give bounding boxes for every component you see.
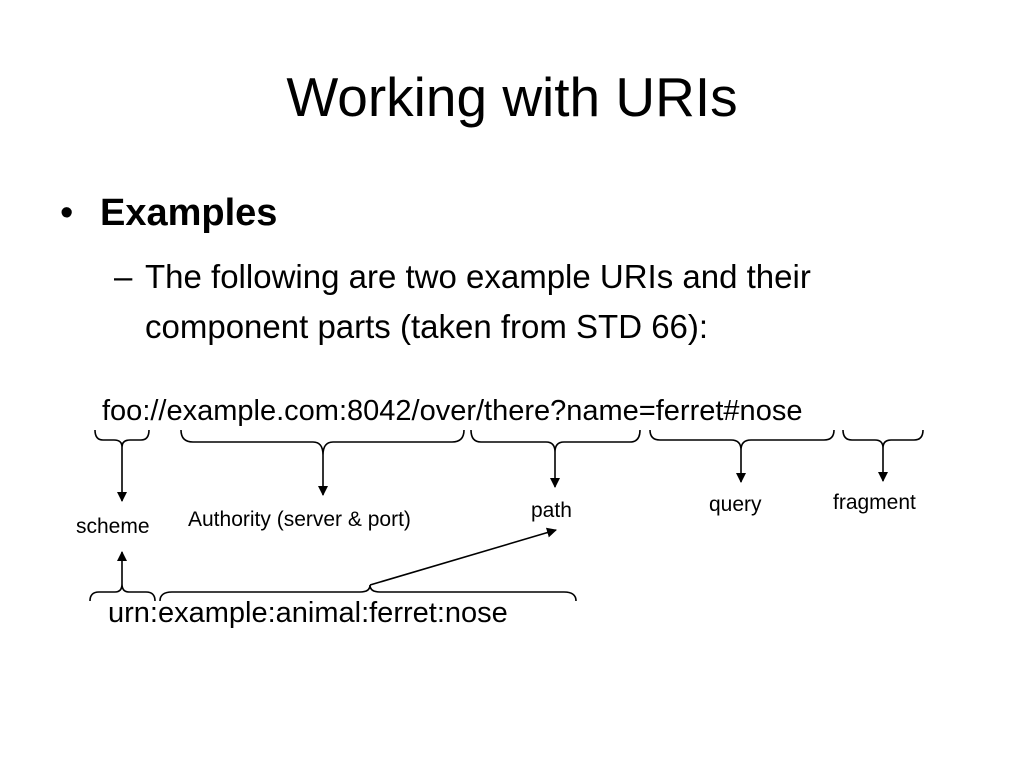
brace-authority <box>180 429 465 456</box>
bullet-label: Examples <box>100 192 278 234</box>
bullet-marker: • <box>60 192 74 234</box>
example-uri-foo: foo://example.com:8042/over/there?name=f… <box>102 395 803 427</box>
label-fragment: fragment <box>833 491 916 514</box>
sub-bullet-text: The following are two example URIs and t… <box>145 258 811 345</box>
label-query: query <box>709 493 762 516</box>
brace-urn-path <box>159 584 577 602</box>
bullet-examples: • Examples <box>60 188 277 238</box>
arrow-urn-path <box>369 527 557 586</box>
brace-query <box>649 429 835 451</box>
sub-bullet: – The following are two example URIs and… <box>114 252 974 352</box>
label-scheme: scheme <box>76 515 150 538</box>
brace-scheme <box>94 429 150 448</box>
label-path: path <box>531 499 572 522</box>
brace-fragment <box>842 429 924 449</box>
slide-title: Working with URIs <box>286 66 738 128</box>
brace-urn-scheme <box>89 583 156 602</box>
label-authority: Authority (server & port) <box>188 508 411 531</box>
brace-path <box>470 429 641 453</box>
sub-bullet-marker: – <box>114 258 133 295</box>
example-uri-urn: urn:example:animal:ferret:nose <box>108 597 508 629</box>
